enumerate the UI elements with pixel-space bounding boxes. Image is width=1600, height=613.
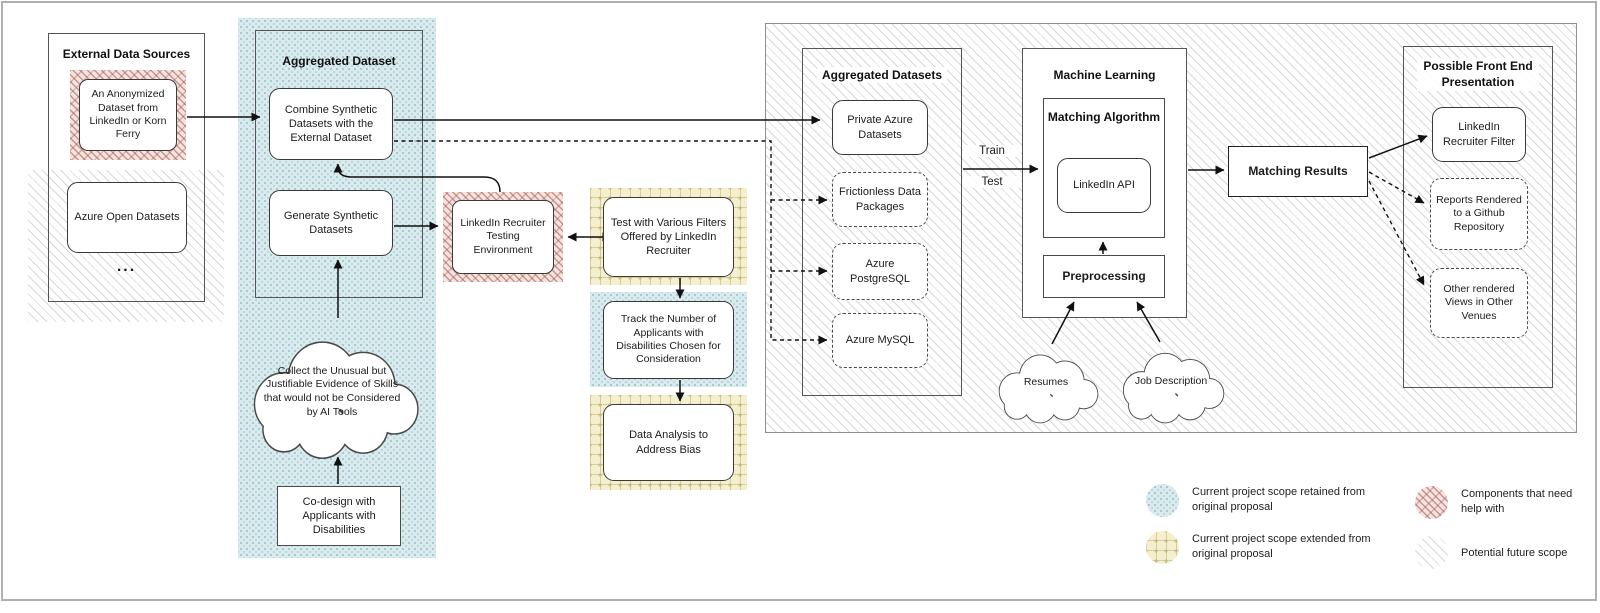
- legend-swatch-blue-dots: [1146, 484, 1179, 517]
- resumes-cloud: Resumes: [988, 342, 1104, 424]
- job-description-text: Job Description: [1134, 375, 1208, 388]
- azure-mysql-node: Azure MySQL: [832, 313, 928, 368]
- generate-synthetic-node: Generate Synthetic Datasets: [269, 190, 393, 256]
- external-data-sources-container: [48, 33, 205, 302]
- testing-environment-node: LinkedIn Recruiter Testing Environment: [452, 200, 554, 274]
- legend-swatch-red-crosshatch: [1415, 486, 1448, 519]
- preprocessing-node: Preprocessing: [1043, 255, 1165, 298]
- collect-evidence-cloud: Collect the Unusual but Justifiable Evid…: [236, 320, 428, 460]
- resumes-text: Resumes: [1023, 376, 1069, 389]
- matching-algorithm-title: Matching Algorithm: [1047, 110, 1161, 124]
- combine-datasets-node: Combine Synthetic Datasets with the Exte…: [269, 88, 393, 160]
- azure-postgresql-node: Azure PostgreSQL: [832, 243, 928, 300]
- anonymized-dataset-node: An Anonymized Dataset from LinkedIn or K…: [79, 79, 177, 151]
- test-label: Test: [963, 176, 1021, 188]
- legend-label-retained: Current project scope retained from orig…: [1192, 486, 1366, 513]
- matching-results-node: Matching Results: [1228, 146, 1368, 197]
- azure-open-datasets-node: Azure Open Datasets: [67, 182, 187, 253]
- linkedin-recruiter-filter-node: LinkedIn Recruiter Filter: [1432, 107, 1526, 162]
- test-filters-node: Test with Various Filters Offered by Lin…: [603, 197, 734, 277]
- external-data-sources-title: External Data Sources: [62, 47, 191, 61]
- private-azure-node: Private Azure Datasets: [832, 100, 928, 155]
- collect-evidence-text: Collect the Unusual but Justifiable Evid…: [263, 364, 401, 418]
- front-end-title-text: Possible Front End Presentation: [1417, 58, 1539, 92]
- legend-swatch-gray-diagonal: [1415, 536, 1448, 569]
- linkedin-api-node: LinkedIn API: [1057, 158, 1151, 213]
- legend-swatch-yellow-grid: [1146, 531, 1179, 564]
- frictionless-node: Frictionless Data Packages: [832, 172, 928, 227]
- aggregated-dataset-container: [255, 30, 423, 298]
- track-applicants-node: Track the Number of Applicants with Disa…: [603, 301, 734, 379]
- image-frame: [1, 1, 1597, 601]
- job-description-cloud: Job Description: [1112, 340, 1230, 424]
- aggregated-datasets-title: Aggregated Datasets: [802, 67, 962, 84]
- machine-learning-title: Machine Learning: [1053, 68, 1156, 82]
- legend-label-future-scope: Potential future scope: [1461, 547, 1568, 559]
- aggregated-dataset-title: Aggregated Dataset: [282, 54, 396, 68]
- data-analysis-node: Data Analysis to Address Bias: [603, 404, 734, 481]
- other-views-node: Other rendered Views in Other Venues: [1430, 268, 1528, 338]
- front-end-title: Possible Front End Presentation: [1403, 58, 1553, 92]
- aggregated-datasets-title-text: Aggregated Datasets: [816, 67, 948, 83]
- legend-label-need-help: Components that need help with: [1461, 488, 1573, 515]
- train-label: Train: [963, 145, 1021, 157]
- legend-label-extended: Current project scope extended from orig…: [1192, 533, 1371, 560]
- more-sources-indicator: ...: [116, 258, 137, 275]
- codesign-node: Co-design with Applicants with Disabilit…: [277, 486, 401, 546]
- reports-github-node: Reports Rendered to a Github Repository: [1430, 178, 1528, 250]
